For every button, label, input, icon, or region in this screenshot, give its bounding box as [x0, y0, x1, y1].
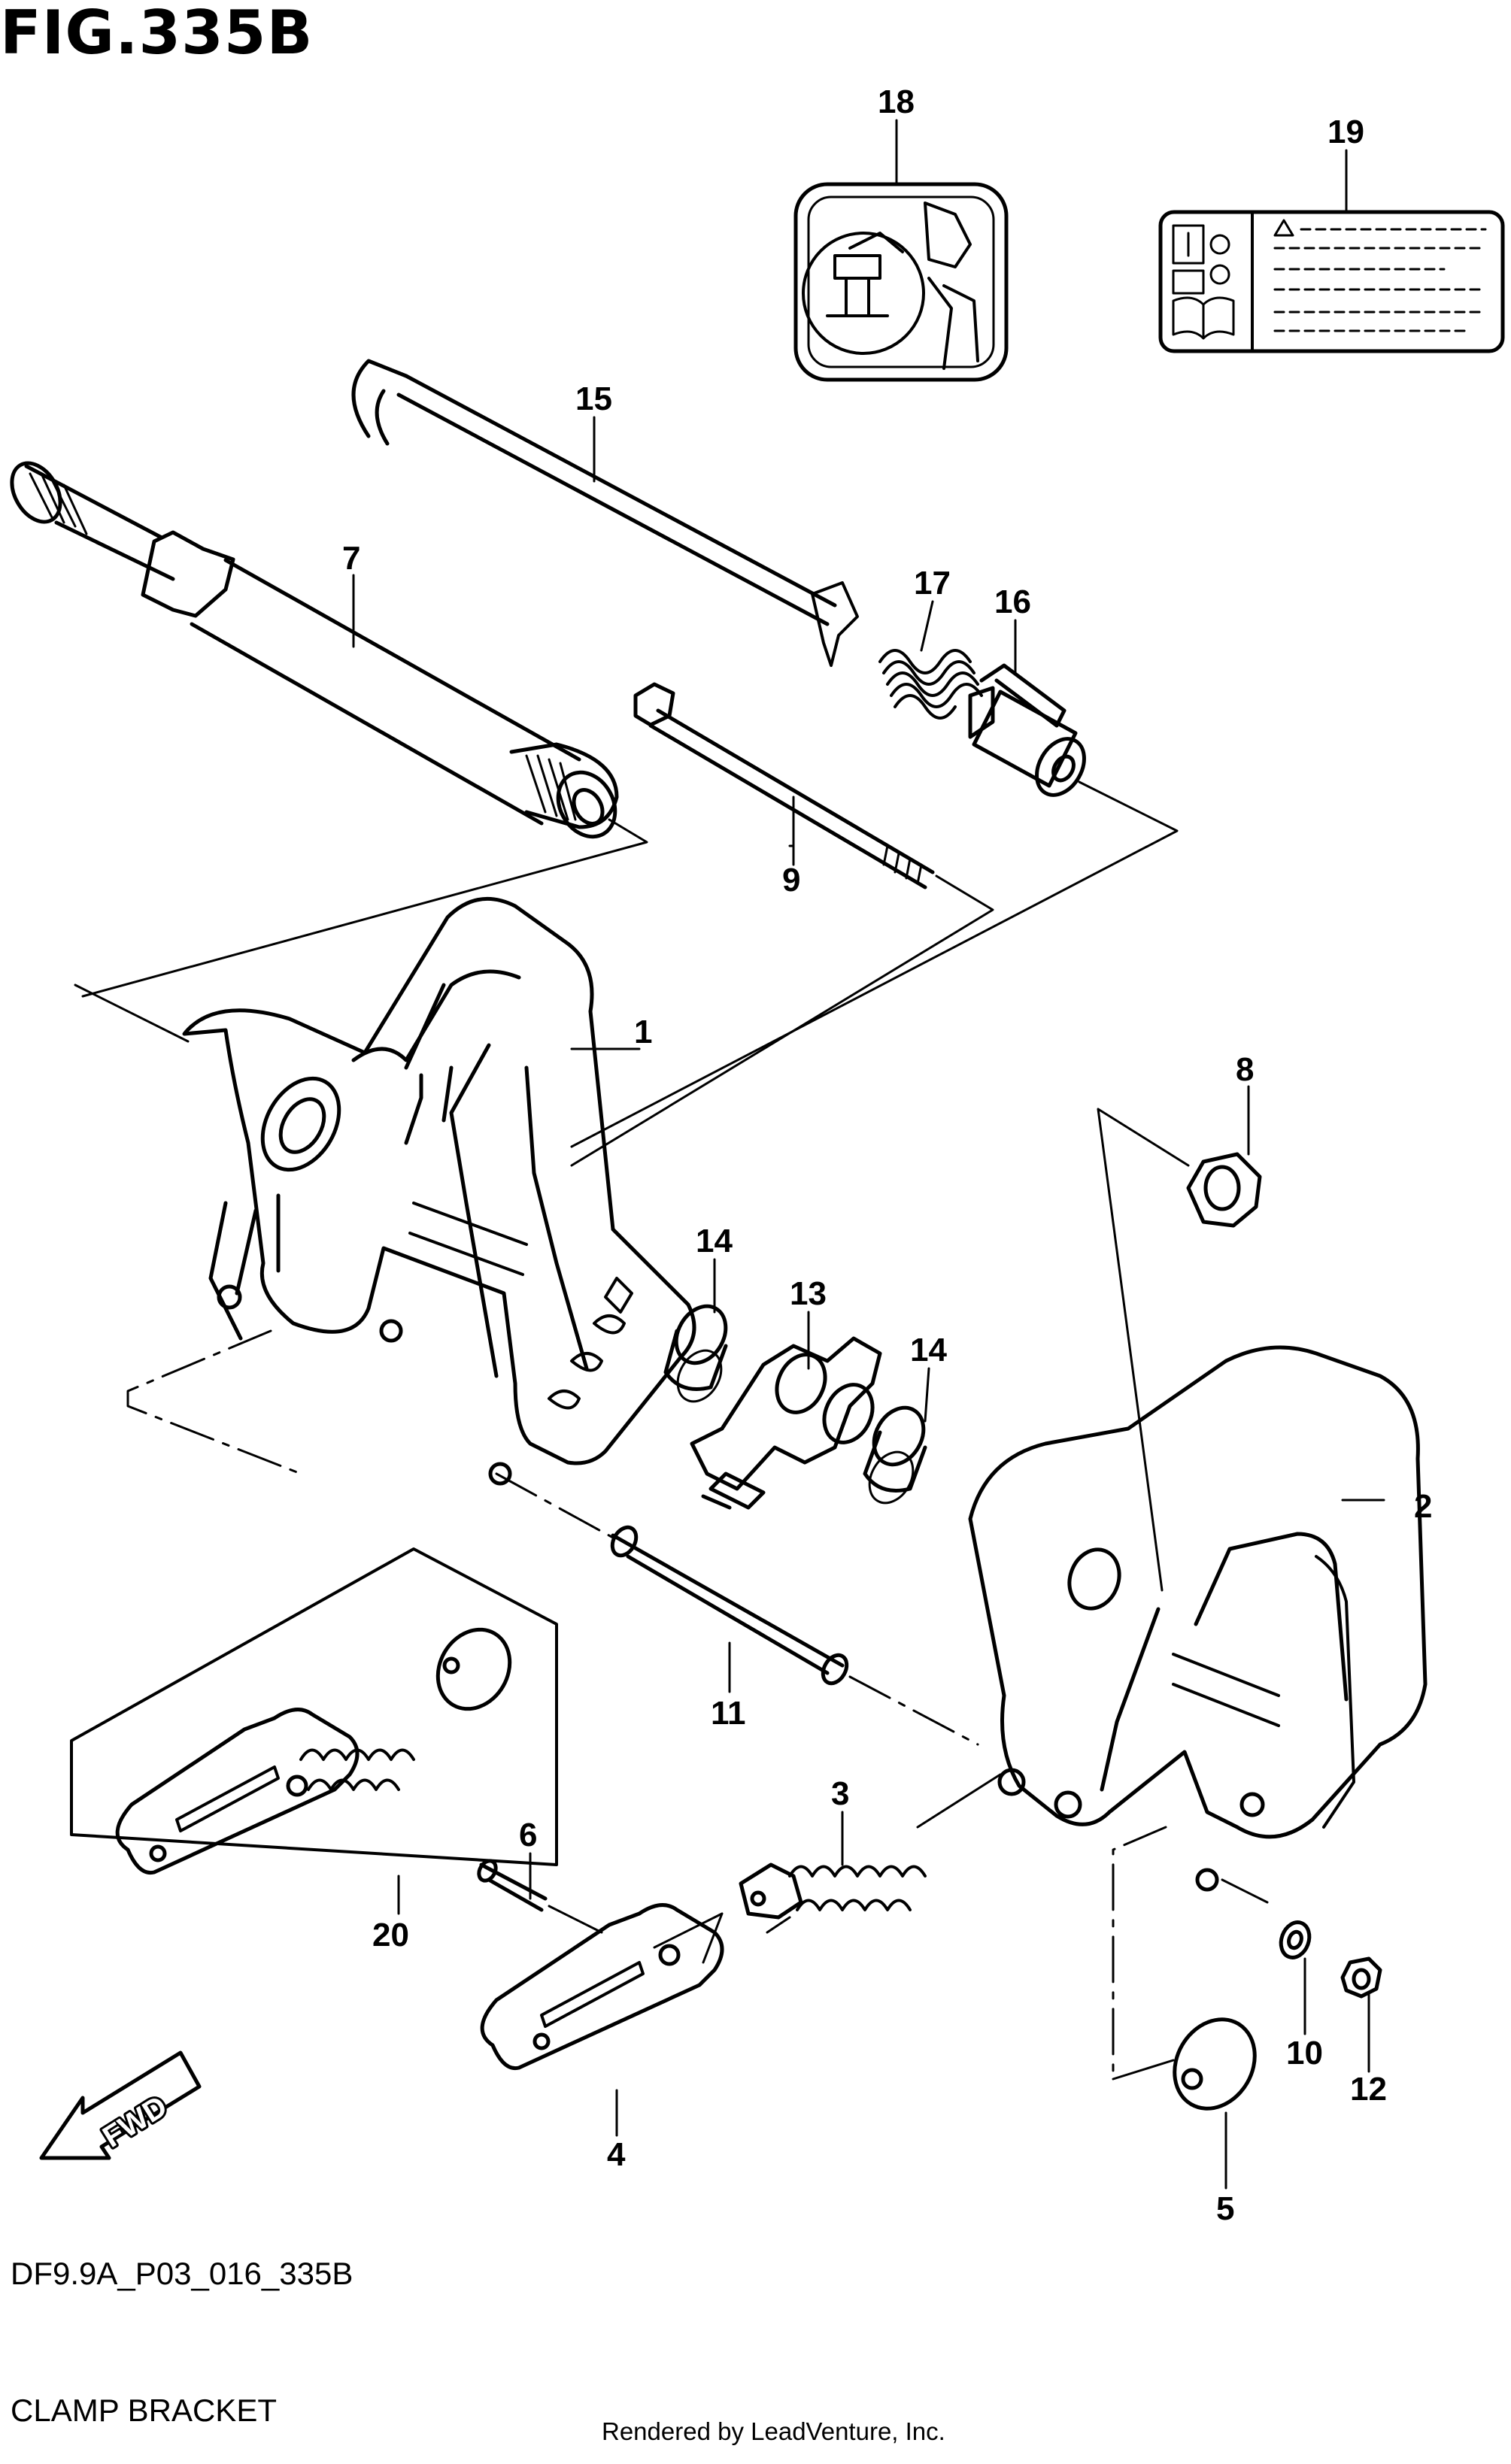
callout-16: 16 [994, 583, 1031, 620]
part-12-nut[interactable] [1340, 1956, 1382, 1999]
callout-18: 18 [878, 83, 915, 120]
part-19-caution-label[interactable] [1158, 210, 1505, 353]
callout-19: 19 [1327, 114, 1364, 150]
callout-numbers: 1 2 3 4 5 6 7 8 9 10 11 12 13 14 14 15 1… [342, 83, 1432, 2227]
callout-12: 12 [1350, 2071, 1387, 2108]
callout-8: 8 [1236, 1051, 1254, 1088]
credit-text: Rendered by LeadVenture, Inc. [602, 2417, 945, 2445]
callout-6: 6 [519, 1817, 537, 1853]
callout-5: 5 [1216, 2190, 1234, 2227]
callout-11: 11 [711, 1695, 746, 1732]
leader-lines [352, 119, 1370, 2190]
part-4-handle[interactable] [480, 1903, 724, 2071]
diagram-name: CLAMP BRACKET [11, 2393, 277, 2428]
callout-4: 4 [607, 2136, 626, 2173]
part-20-assembly[interactable] [70, 1547, 558, 1875]
part-6-pin[interactable] [475, 1858, 603, 1934]
part-1-clamp-bracket[interactable] [126, 896, 696, 1486]
part-16-knob[interactable] [570, 663, 1179, 1148]
fwd-arrow: FWD FWD [39, 2050, 202, 2160]
part-14-bushing-b[interactable] [860, 1399, 933, 1511]
callout-9: 9 [782, 862, 800, 899]
callout-15: 15 [575, 380, 612, 417]
part-14-bushing-a[interactable] [663, 1297, 736, 1409]
figure-title: FIG.335B [0, 0, 314, 68]
part-13-stopper[interactable] [690, 1336, 882, 1510]
callout-1: 1 [634, 1014, 652, 1050]
part-10-washer[interactable] [1276, 1918, 1314, 1961]
part-7-tilt-pipe[interactable] [2, 455, 648, 1043]
part-17-spring[interactable] [878, 649, 983, 720]
callout-20: 20 [372, 1917, 409, 1953]
callout-14b: 14 [910, 1332, 947, 1368]
callout-7: 7 [342, 540, 360, 577]
part-3-clamp-screw[interactable] [739, 1773, 1002, 1934]
callout-2: 2 [1414, 1488, 1432, 1525]
callout-17: 17 [914, 565, 951, 602]
part-5-plate[interactable] [1112, 2005, 1270, 2123]
callout-13: 13 [790, 1275, 827, 1312]
part-8-nut[interactable] [1097, 1108, 1262, 1592]
part-2-clamp-bracket[interactable] [968, 1345, 1428, 2081]
callout-3: 3 [831, 1775, 849, 1812]
callout-10: 10 [1286, 2035, 1323, 2072]
part-18-label[interactable] [793, 182, 1009, 382]
callout-14a: 14 [696, 1223, 733, 1259]
diagram-code: DF9.9A_P03_016_335B [11, 2256, 353, 2291]
part-9-bolt[interactable] [570, 682, 994, 1167]
part-11-spacer[interactable] [495, 1472, 979, 1746]
part-15-tilt-rod[interactable] [351, 359, 859, 667]
